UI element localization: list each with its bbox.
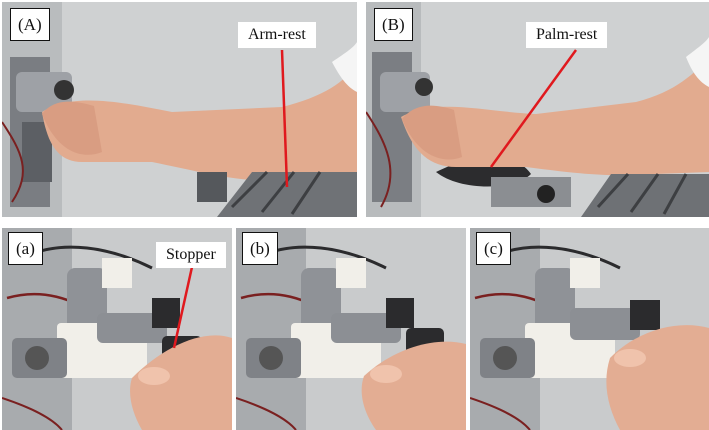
panel-B-photo: (B) Palm-rest: [366, 2, 709, 217]
panel-B-label: (B): [374, 8, 413, 41]
panel-A-label: (A): [10, 8, 50, 41]
panel-b-photo: (b): [236, 228, 466, 430]
panel-c-photo: (c): [470, 228, 709, 430]
stopper-callout: Stopper: [156, 242, 226, 268]
panel-b-label: (b): [242, 232, 278, 265]
panel-a-label: (a): [8, 232, 43, 265]
panel-c-label: (c): [476, 232, 511, 265]
arm-rest-callout: Arm-rest: [238, 22, 316, 48]
panel-A-photo: (A) Arm-rest: [2, 2, 357, 217]
device-photo-illustration-c: [470, 228, 709, 430]
palm-rest-callout: Palm-rest: [526, 22, 608, 48]
panel-a-photo: (a) Stopper: [2, 228, 232, 430]
